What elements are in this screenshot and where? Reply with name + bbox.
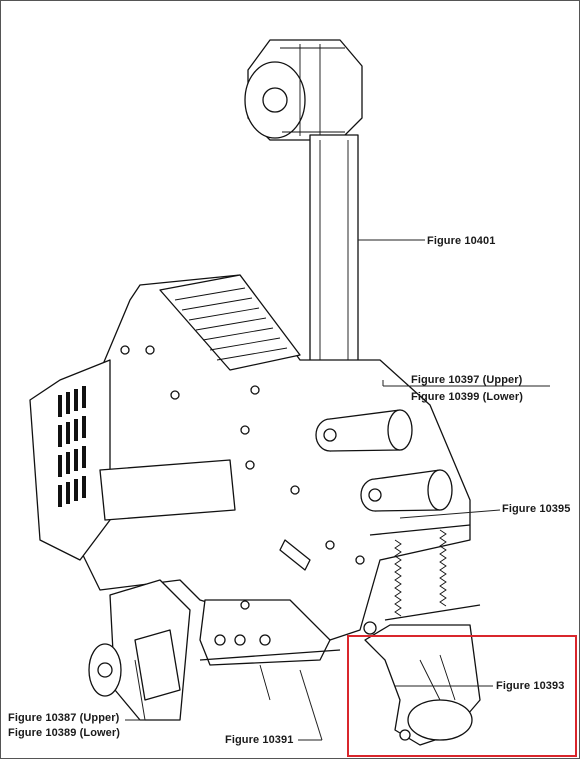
highlight-box [347, 635, 577, 757]
label-figure-10401[interactable]: Figure 10401 [427, 235, 496, 247]
label-figure-10393[interactable]: Figure 10393 [496, 680, 565, 692]
leader-10395 [399, 509, 501, 519]
label-figure-10397[interactable]: Figure 10397 (Upper) [411, 374, 523, 386]
label-figure-10399[interactable]: Figure 10399 (Lower) [411, 391, 524, 403]
label-figure-10389[interactable]: Figure 10389 (Lower) [8, 727, 121, 739]
bottom-arm-roller [363, 621, 481, 746]
main-side-plate [29, 274, 471, 641]
upper-lower-rollers [315, 409, 453, 512]
label-figure-10391[interactable]: Figure 10391 [225, 734, 294, 746]
label-figure-10395[interactable]: Figure 10395 [502, 503, 571, 515]
leader-lines [125, 239, 550, 741]
tape-roll-assembly [244, 39, 363, 141]
spring-assembly [369, 524, 481, 621]
label-figure-10387[interactable]: Figure 10387 (Upper) [8, 712, 120, 724]
lower-center-bracket [199, 599, 341, 701]
lower-left-mount [88, 579, 191, 721]
